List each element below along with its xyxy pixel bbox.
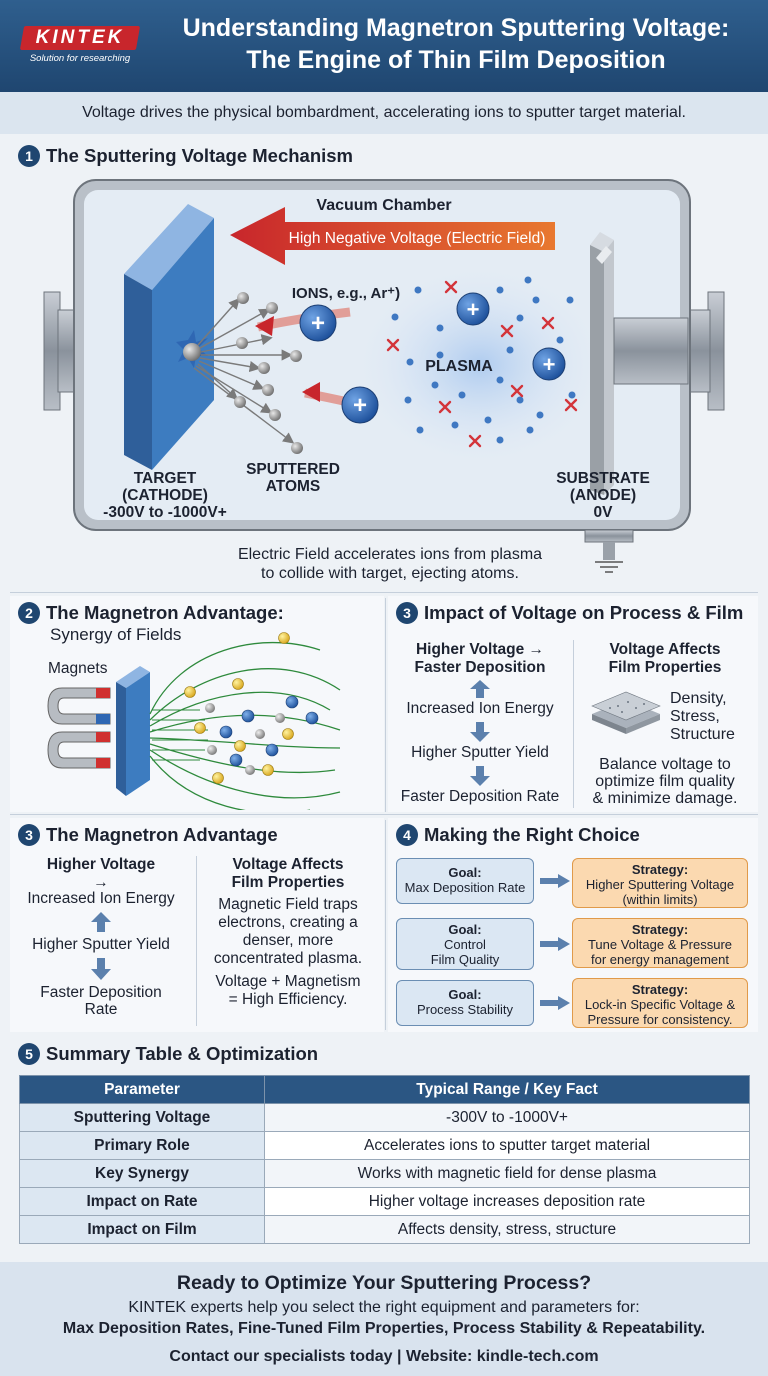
step-deposition-rate: Faster Deposition Rate: [400, 788, 560, 805]
svg-text:-300V to -1000V+: -300V to -1000V+: [103, 504, 227, 521]
arrow-down-icon: [91, 958, 111, 980]
svg-text:SPUTTERED: SPUTTERED: [246, 461, 340, 478]
film-properties-heading: Voltage Affects Film Properties: [231, 856, 345, 891]
substrate-label: SUBSTRATE (ANODE) 0V: [556, 470, 650, 521]
svg-text:0V: 0V: [594, 504, 614, 521]
voltage-heading: Higher Voltage →: [46, 856, 156, 891]
footer-headline: Ready to Optimize Your Sputtering Proces…: [176, 1272, 592, 1294]
arrow-down-icon: [470, 722, 490, 742]
electric-field-label: High Negative Voltage (Electric Field): [289, 230, 546, 247]
column-header: Typical Range / Key Fact: [264, 1075, 750, 1104]
mechanism-caption: Electric Field accelerates ions from pla…: [237, 546, 543, 582]
svg-text:TARGET: TARGET: [134, 470, 197, 487]
header-banner: KINTEK Solution for researching Understa…: [0, 0, 768, 92]
contact-link[interactable]: Contact our specialists today | Website:…: [169, 1348, 599, 1365]
film-properties-heading: Voltage Affects Film Properties: [608, 641, 722, 676]
arrow-up-icon: [470, 680, 490, 698]
svg-text:ATOMS: ATOMS: [266, 478, 321, 495]
svg-text:SUBSTRATE: SUBSTRATE: [556, 470, 650, 487]
ions-label: IONS, e.g., Ar⁺): [292, 285, 400, 302]
strategy-tune-voltage: Strategy: Tune Voltage & Pressure for en…: [572, 918, 748, 968]
arrow-right-icon: [540, 937, 570, 951]
strategy-higher-voltage: Strategy: Higher Sputtering Voltage (wit…: [572, 858, 748, 908]
page-subtitle: Voltage drives the physical bombardment,…: [0, 92, 768, 134]
footer-line1: KINTEK experts help you select the right…: [128, 1299, 640, 1316]
balance-note: Balance voltage to optimize film quality…: [592, 756, 738, 807]
strategy-lock-in: Strategy: Lock-in Specific Voltage & Pre…: [572, 978, 748, 1028]
magnets-label: Magnets: [48, 660, 108, 677]
vacuum-chamber-label: Vacuum Chamber: [316, 197, 451, 214]
arrow-up-icon: [91, 912, 111, 932]
step-deposition-rate: Faster Deposition Rate: [40, 984, 162, 1018]
step-sputter-yield: Higher Sputter Yield: [32, 936, 170, 953]
column-header: Parameter: [19, 1075, 265, 1104]
magnetron-fields-diagram: [47, 632, 341, 810]
footer-line2: Max Deposition Rates, Fine-Tuned Film Pr…: [62, 1320, 706, 1337]
svg-text:(ANODE): (ANODE): [570, 487, 636, 504]
svg-text:+: +: [353, 392, 367, 419]
svg-text:+: +: [543, 352, 556, 377]
arrow-down-icon: [470, 766, 490, 786]
goal-max-deposition: Goal: Max Deposition Rate: [396, 858, 534, 904]
film-layers-icon: [591, 691, 661, 734]
sputtered-atoms-label: SPUTTERED ATOMS: [246, 461, 340, 495]
step-ion-energy: Increased Ion Energy: [406, 700, 554, 717]
magnetic-field-text: Magnetic Field traps electrons, creating…: [213, 896, 363, 967]
efficiency-formula: Voltage + Magnetism = High Efficiency.: [215, 973, 361, 1008]
plasma-label: PLASMA: [425, 358, 493, 375]
section-2-subtitle: Synergy of Fields: [50, 625, 182, 644]
kintek-logo: KINTEK Solution for researching: [16, 22, 144, 70]
goal-film-quality: Goal: Control Film Quality: [396, 918, 534, 970]
svg-text:(CATHODE): (CATHODE): [122, 487, 208, 504]
svg-text:+: +: [467, 297, 480, 322]
arrow-right-icon: [540, 874, 570, 888]
table-row: Sputtering Voltage-300V to -1000V+: [19, 1103, 750, 1132]
film-properties-list: Density, Stress, Structure: [670, 690, 735, 743]
sputtering-chamber-diagram: + + + + Vacuum Chamber High Negative Vol…: [43, 179, 725, 573]
arrow-right-icon: [540, 996, 570, 1010]
voltage-speed-heading: Higher Voltage → Faster Deposition: [414, 641, 546, 676]
step-sputter-yield: Higher Sputter Yield: [411, 744, 549, 761]
section-3b-panel: [10, 818, 384, 1032]
svg-text:+: +: [311, 310, 325, 337]
step-ion-energy: Increased Ion Energy: [27, 890, 175, 907]
goal-process-stability: Goal: Process Stability: [396, 980, 534, 1026]
page-title: Understanding Magnetron Sputtering Volta…: [182, 14, 730, 74]
footer-cta: Ready to Optimize Your Sputtering Proces…: [0, 1262, 768, 1376]
summary-table: Parameter Typical Range / Key Fact Sputt…: [19, 1075, 750, 1244]
target-label: TARGET (CATHODE) -300V to -1000V+: [103, 470, 227, 521]
